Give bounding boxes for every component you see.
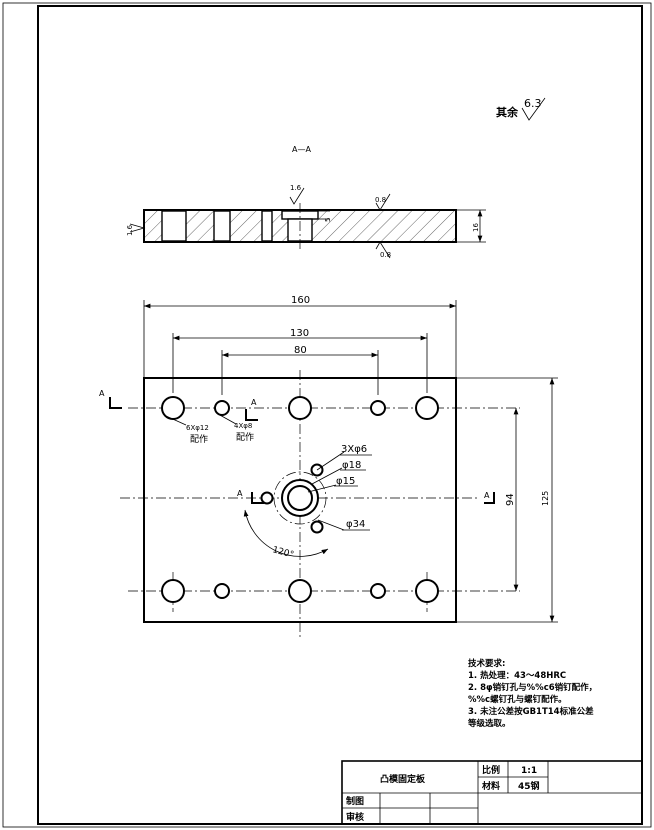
callout-6x12-note: 配作 [190, 433, 208, 445]
pin-hole-6-left [260, 491, 274, 505]
pin-hole-6-lower [310, 520, 324, 534]
plan-view: 160 130 80 125 94 [99, 295, 558, 640]
requirement-2: 2. 8φ销钉孔与%%c6销钉配作，%%c螺钉孔与螺钉配作。 [468, 683, 598, 705]
title-block-frame [341, 760, 643, 825]
title-block: 凸模固定板 比例 1:1 材料 45钢 制图 审核 [341, 760, 643, 825]
technical-requirements: 技术要求: 1. 热处理：43～48HRC 2. 8φ销钉孔与%%c6销钉配作，… [468, 658, 598, 730]
tb-material-label: 材料 [481, 780, 500, 792]
hole-12-bottom-center [288, 579, 312, 603]
section-hole-1 [161, 210, 187, 242]
tb-scale-label: 比例 [482, 764, 500, 776]
dim-inner-height: 94 [505, 493, 516, 506]
section-roughness-top-right: 0.8 [375, 196, 386, 204]
requirement-1: 1. 热处理：43～48HRC [468, 671, 567, 681]
section-view: A—A 1.6 0.8 0.8 1.6 5 16 [126, 145, 486, 259]
hole-12-top-center [288, 396, 312, 420]
tb-checked-label: 审核 [346, 811, 364, 823]
section-roughness-bottom-right: 0.8 [380, 251, 391, 259]
hole-8-top-left [214, 400, 230, 416]
tb-drawn-label: 制图 [346, 795, 364, 807]
leader-4x8 [217, 413, 237, 425]
cut-mark-upper-label: A [251, 398, 257, 407]
section-roughness-left-symbol [129, 223, 146, 233]
hole-8-top-right [370, 400, 386, 416]
cut-mark-left-label: A [99, 389, 105, 398]
requirements-title: 技术要求: [468, 659, 506, 669]
cut-mark-left [109, 397, 122, 409]
hole-12-bottom-right [415, 579, 439, 603]
tb-material-value: 45钢 [518, 780, 540, 792]
dim-width: 160 [291, 295, 310, 306]
dia-34: φ34 [346, 519, 365, 530]
tb-part-name: 凸模固定板 [380, 773, 426, 785]
cut-mark-center [251, 492, 264, 504]
requirement-3: 3. 未注公差按GB1T14标准公差等级选取。 [468, 707, 594, 729]
roughness-symbol [521, 97, 546, 121]
leader-15 [307, 484, 337, 493]
angle-arc-120 [243, 509, 329, 557]
cut-mark-right [484, 492, 495, 504]
leader-18 [311, 467, 343, 485]
dim-inner-pitch: 80 [294, 345, 307, 356]
section-title: A—A [292, 145, 311, 154]
dia-18: φ18 [342, 460, 361, 471]
bore-15 [287, 485, 313, 511]
dim-height: 125 [541, 491, 550, 506]
section-roughness-bottom-right-symbol [375, 241, 391, 259]
surface-roughness-note: 其余 6.3 [496, 97, 546, 121]
cut-mark-right-label: A [484, 491, 490, 500]
counterbore-depth: 5 [324, 218, 332, 222]
drawing-frame [37, 5, 643, 825]
section-roughness-top-left-symbol [289, 187, 305, 205]
callout-4x8: 4Xφ8 [234, 422, 252, 430]
dia-15: φ15 [336, 476, 355, 487]
surface-note-prefix: 其余 [496, 105, 519, 119]
thickness-value: 16 [472, 223, 480, 232]
section-hole-2 [213, 210, 231, 242]
surface-note-value: 6.3 [524, 97, 542, 110]
leader-6x12 [165, 415, 187, 426]
hole-8-bottom-right [370, 583, 386, 599]
hole-12-bottom-left [161, 579, 185, 603]
tb-scale-value: 1:1 [521, 766, 537, 776]
leader-34 [317, 519, 345, 531]
cut-mark-center-label: A [237, 489, 243, 498]
section-roughness-top-right-symbol [375, 193, 391, 211]
section-hole-3 [261, 210, 273, 242]
callout-3x6: 3Xφ6 [341, 444, 367, 455]
callout-6x12: 6Xφ12 [186, 424, 209, 432]
callout-4x8-note: 配作 [236, 431, 254, 443]
hole-12-top-left [161, 396, 185, 420]
angle-120: 120° [271, 545, 295, 560]
hole-8-bottom-left [214, 583, 230, 599]
hole-12-top-right [415, 396, 439, 420]
dim-outer-pitch: 130 [290, 328, 309, 339]
leader-3x6 [316, 451, 345, 471]
section-roughness-left: 1.6 [126, 224, 134, 236]
cut-mark-upper [245, 409, 258, 421]
section-roughness-top-left: 1.6 [290, 184, 302, 192]
